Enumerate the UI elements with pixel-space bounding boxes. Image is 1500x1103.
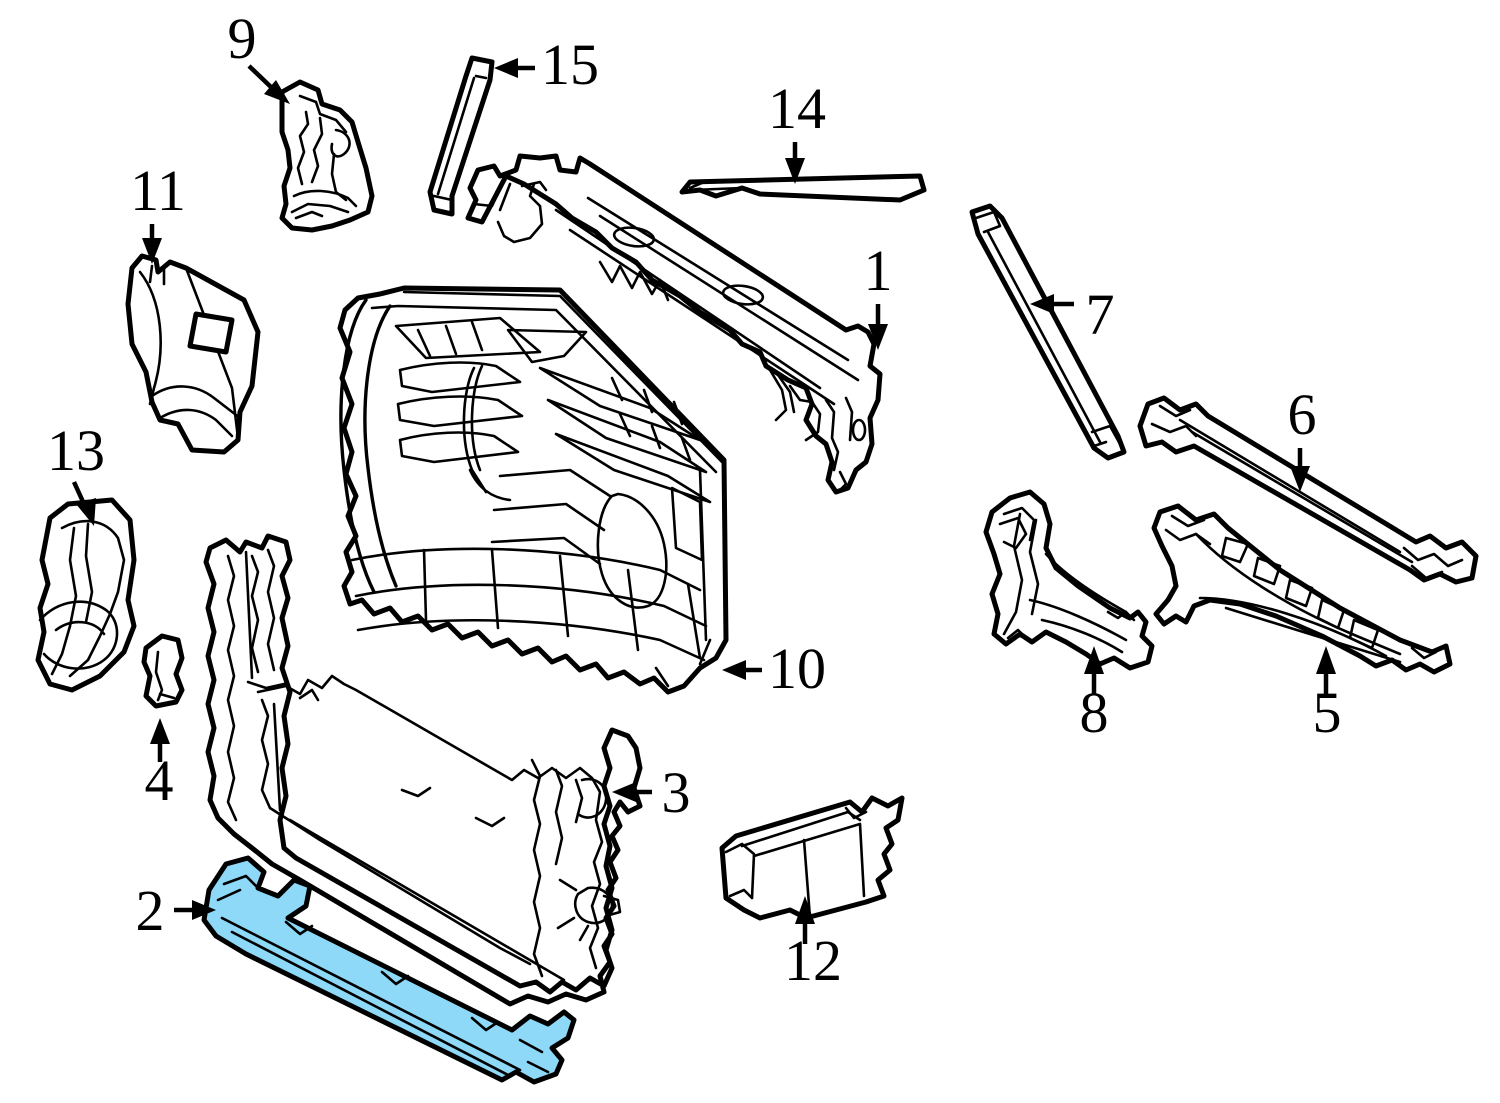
callout-12-number: 12 [784,928,842,993]
part-5-lower-air-deflector-panel[interactable] [1151,503,1453,675]
callout-11[interactable]: 11 [130,158,186,264]
callout-15[interactable]: 15 [494,32,599,97]
part-2-lower-crossmember-beam[interactable] [201,855,577,1085]
part-1-upper-tie-bar-crossmember[interactable] [465,153,883,495]
callout-4[interactable]: 4 [145,718,174,813]
callout-4-number: 4 [145,748,174,813]
callout-8-number: 8 [1080,680,1109,745]
callout-12[interactable]: 12 [784,896,842,993]
callout-1-number: 1 [864,238,893,303]
callout-11-number: 11 [130,158,186,223]
part-15-vertical-brace-strip[interactable] [427,55,495,217]
part-7-diagonal-support-rod[interactable] [969,203,1127,461]
callout-14-number: 14 [768,76,826,141]
callout-5[interactable]: 5 [1313,646,1342,745]
callout-3-number: 3 [662,760,691,825]
callout-10-number: 10 [768,636,826,701]
callout-3[interactable]: 3 [612,760,691,825]
callout-10[interactable]: 10 [722,636,826,701]
part-14-upper-trim-strip[interactable] [679,173,927,203]
part-8-side-support-bracket-right[interactable] [983,489,1155,671]
callout-6[interactable]: 6 [1288,382,1317,492]
callout-13[interactable]: 13 [47,418,105,526]
part-9-hood-latch-support-bracket[interactable] [279,79,375,233]
callout-15-number: 15 [541,32,599,97]
part-11-side-air-baffle-panel[interactable] [125,253,261,455]
part-10-grille-opening-reinforcement[interactable] [337,285,729,695]
part-12-box-section-bracket[interactable] [719,795,905,921]
callout-9[interactable]: 9 [228,6,291,104]
callout-5-number: 5 [1313,680,1342,745]
callout-6-number: 6 [1288,382,1317,447]
callout-2[interactable]: 2 [136,878,217,943]
callout-8[interactable]: 8 [1080,646,1109,745]
callout-2-number: 2 [136,878,165,943]
callout-9-number: 9 [228,6,257,71]
callout-7-number: 7 [1086,282,1115,347]
part-4-small-bracket[interactable] [141,633,185,709]
callout-14[interactable]: 14 [768,76,826,184]
part-6-upper-side-rail[interactable] [1137,395,1479,585]
part-13-corner-filler-panel[interactable] [35,497,137,693]
callout-1[interactable]: 1 [864,238,893,350]
callout-13-number: 13 [47,418,105,483]
part-3-radiator-support-frame[interactable] [203,533,643,1007]
callout-7[interactable]: 7 [1030,282,1115,347]
